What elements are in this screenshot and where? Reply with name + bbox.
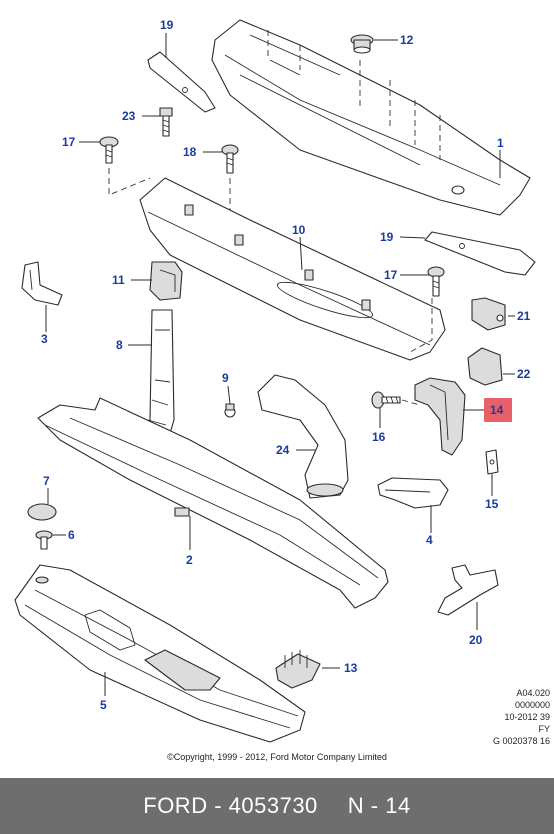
callout-7: 7 (43, 474, 50, 488)
part-6-shape (35, 530, 53, 550)
part-4-shape (377, 477, 449, 509)
part-1-shape (211, 19, 531, 216)
callout-1: 1 (497, 136, 504, 150)
copyright-notice: ©Copyright, 1999 - 2012, Ford Motor Comp… (167, 752, 387, 762)
footer-part-number: 4053730 (228, 793, 318, 818)
leader-lines (45, 33, 515, 696)
callout-11: 11 (112, 273, 125, 287)
part-22-shape (467, 347, 503, 386)
footer-ref-number: 14 (385, 793, 411, 818)
footer-ref-prefix: N - (347, 793, 386, 818)
part-24-shape (257, 374, 349, 499)
callout-8: 8 (116, 338, 123, 352)
stamp-line-2: 0000000 (514, 700, 550, 710)
callout-15: 15 (485, 497, 499, 511)
part-15-shape (485, 449, 499, 475)
diagram-svg (14, 19, 536, 743)
parts-diagram: 19 12 23 17 1 18 10 19 17 11 21 3 8 22 9… (14, 18, 550, 762)
footer-separator: - (207, 793, 229, 818)
callout-9: 9 (222, 371, 229, 385)
part-5-shape (14, 564, 306, 743)
callout-5: 5 (100, 698, 107, 712)
callout-6: 6 (68, 528, 75, 542)
part-17-left-shape (99, 136, 119, 164)
callout-19-top: 19 (160, 18, 174, 32)
callout-13: 13 (344, 661, 358, 675)
part-20-shape (437, 564, 499, 616)
part-13-shape (275, 650, 321, 689)
part-12-shape (350, 34, 374, 54)
callout-18: 18 (183, 145, 197, 159)
callout-2: 2 (186, 553, 193, 567)
callout-20: 20 (469, 633, 483, 647)
part-19-top-shape (147, 51, 216, 113)
footer-bar: FORD - 4053730 N - 14 (0, 778, 554, 834)
part-17-right-shape (427, 266, 445, 297)
highlight-box-14 (484, 398, 512, 422)
part-19-right-shape (424, 231, 536, 276)
part-7-shape (27, 503, 57, 521)
part-9-shape (224, 403, 236, 418)
part-21-shape (471, 297, 506, 331)
part-23-shape (159, 107, 173, 137)
callout-14: 14 (490, 403, 504, 417)
callout-3: 3 (41, 332, 48, 346)
part-14-shape (414, 377, 466, 456)
callout-22: 22 (517, 367, 531, 381)
part-2-shape (37, 397, 389, 609)
stamp-line-5: G 0020378 16 (492, 736, 550, 746)
callout-10: 10 (292, 223, 306, 237)
callout-17-right: 17 (384, 268, 398, 282)
part-10-shape (139, 177, 446, 361)
part-11-shape (149, 261, 183, 301)
callout-16: 16 (372, 430, 386, 444)
footer-brand: FORD (143, 793, 208, 818)
callout-17-left: 17 (62, 135, 76, 149)
part-16-shape (371, 391, 401, 409)
callout-24: 24 (276, 443, 290, 457)
part-3-shape (21, 261, 63, 306)
drawing-stamp: A04.020 0000000 10-2012 39 FY G 0020378 … (440, 687, 550, 747)
callout-4: 4 (426, 533, 433, 547)
part-18-shape (221, 144, 239, 174)
callout-19-right: 19 (380, 230, 394, 244)
stamp-line-4: FY (538, 724, 550, 734)
callout-21: 21 (517, 309, 531, 323)
stamp-line-1: A04.020 (516, 688, 550, 698)
callout-23: 23 (122, 109, 136, 123)
stamp-line-3: 10-2012 39 (504, 712, 550, 722)
callout-12: 12 (400, 33, 414, 47)
